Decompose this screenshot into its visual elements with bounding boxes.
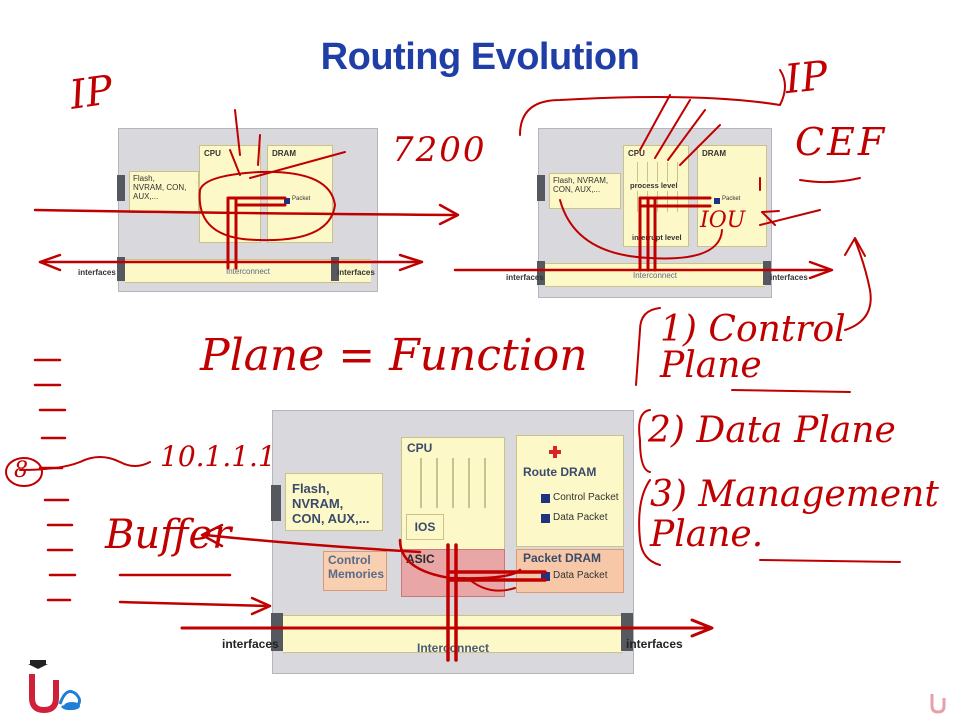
data-packet-square [541,514,550,523]
interconnect-label: Interconnect [416,641,489,655]
iface-port-right [621,613,633,651]
packet-label: Packet [722,196,741,202]
packet-dram-label: Packet DRAM [523,551,602,565]
control-packet-square [541,494,550,503]
iface-port-left [117,257,125,281]
router2-iface-right: interfaces [770,273,808,282]
flash-box: Flash, NVRAM, CON, AUX,... [549,173,621,209]
route-dram-box: Route DRAM Control Packet Data Packet [516,435,624,547]
hw-buffer: Buffer [105,512,232,558]
dram-box: DRAM Packet [697,145,767,247]
hw-cef: CEF [795,120,888,164]
red-cross-icon [549,446,561,458]
flash-box: Flash, NVRAM, CON, AUX,... [129,171,199,213]
interconnect-label: Interconnect [225,267,271,276]
control-packet-label: Control Packet [553,492,619,503]
ios-box: IOS [406,514,444,540]
cpu-label: CPU [407,441,433,455]
interconnect-bar: Interconnect [283,615,623,655]
interrupt-level-label: interrupt level [632,233,682,242]
iface-port-right [763,261,771,285]
flash-box: Flash, NVRAM, CON, AUX,... [285,473,383,531]
router2-iface-left: interfaces [506,273,544,282]
packet-dram-box: Packet DRAM Data Packet [516,549,624,593]
dram-box: DRAM Packet [267,145,333,243]
cpu-box: CPU IOS [401,437,505,553]
packet-square [284,198,290,204]
hw-plane-function: Plane = Function [200,330,588,381]
packet-label: Packet [292,196,311,202]
port-left [537,175,545,201]
router-diagram-3: Flash, NVRAM, CON, AUX,... CPU IOS Route… [271,410,634,674]
router3-iface-left: interfaces [222,637,279,651]
hw-data-plane: 2) Data Plane [648,410,896,451]
page-title: Routing Evolution [320,36,640,78]
port-left [117,175,125,201]
hw-iou: IOU [700,208,746,233]
control-memories-box: Control Memories [323,551,387,591]
hw-ip-right: IP [782,52,831,104]
port-left [271,485,281,521]
asic-label: ASIC [406,552,435,566]
dram-label: DRAM [702,149,726,158]
dram-label: DRAM [272,149,296,158]
hw-management-plane: 3) Management Plane. [650,474,939,555]
watermark-icon [928,688,948,714]
process-level-label: process level [630,181,678,191]
university-logo-icon [22,660,86,714]
cpu-label: CPU [628,149,645,158]
data-packet-label: Data Packet [553,512,608,523]
router1-iface-right: interfaces [337,268,375,277]
packet-square [714,198,720,204]
interconnect-label: Interconnect [632,271,678,280]
hw-ip-address: 10.1.1.1 [160,440,276,473]
router1-iface-left: interfaces [78,268,116,277]
data-packet-square [541,572,550,581]
router3-iface-right: interfaces [626,637,683,651]
hw-ip-left: IP [67,67,116,119]
hw-eight: 8 [14,458,28,483]
iface-port-left [271,613,283,651]
iface-port-left [537,261,545,285]
data-packet-label: Data Packet [553,570,608,581]
hw-7200: 7200 [392,130,487,170]
cpu-slots [406,458,500,508]
route-dram-label: Route DRAM [523,465,597,479]
hw-control-plane: 1) Control Plane [660,309,846,386]
cpu-label: CPU [204,149,221,158]
iface-port-right [331,257,339,281]
